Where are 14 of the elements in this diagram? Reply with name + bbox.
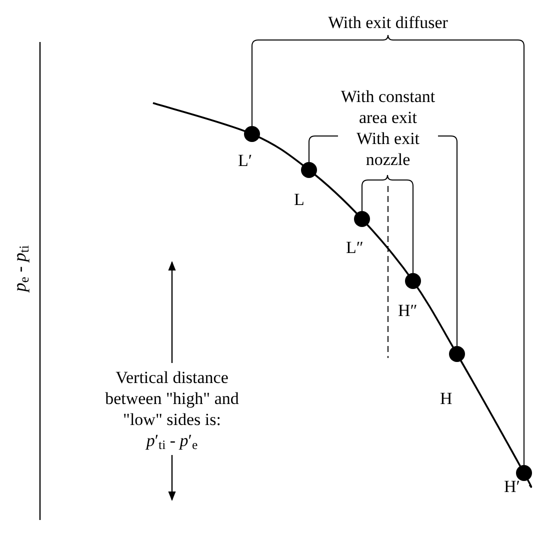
data-point	[405, 273, 421, 289]
data-point	[244, 126, 260, 142]
point-label: L	[294, 191, 304, 208]
annotation-text: Vertical distance between "high" and "low" sides is:	[104, 367, 240, 430]
data-point	[354, 211, 370, 227]
data-point	[449, 346, 465, 362]
point-label: H	[440, 390, 452, 407]
point-label: H′	[504, 478, 520, 495]
data-point	[516, 465, 532, 481]
formula: p′$_{ti}$ - p′$_{e}$	[144, 430, 199, 451]
data-point	[301, 162, 317, 178]
point-label: L″	[346, 239, 364, 256]
point-label: H″	[398, 302, 418, 319]
point-label: L′	[238, 152, 252, 169]
